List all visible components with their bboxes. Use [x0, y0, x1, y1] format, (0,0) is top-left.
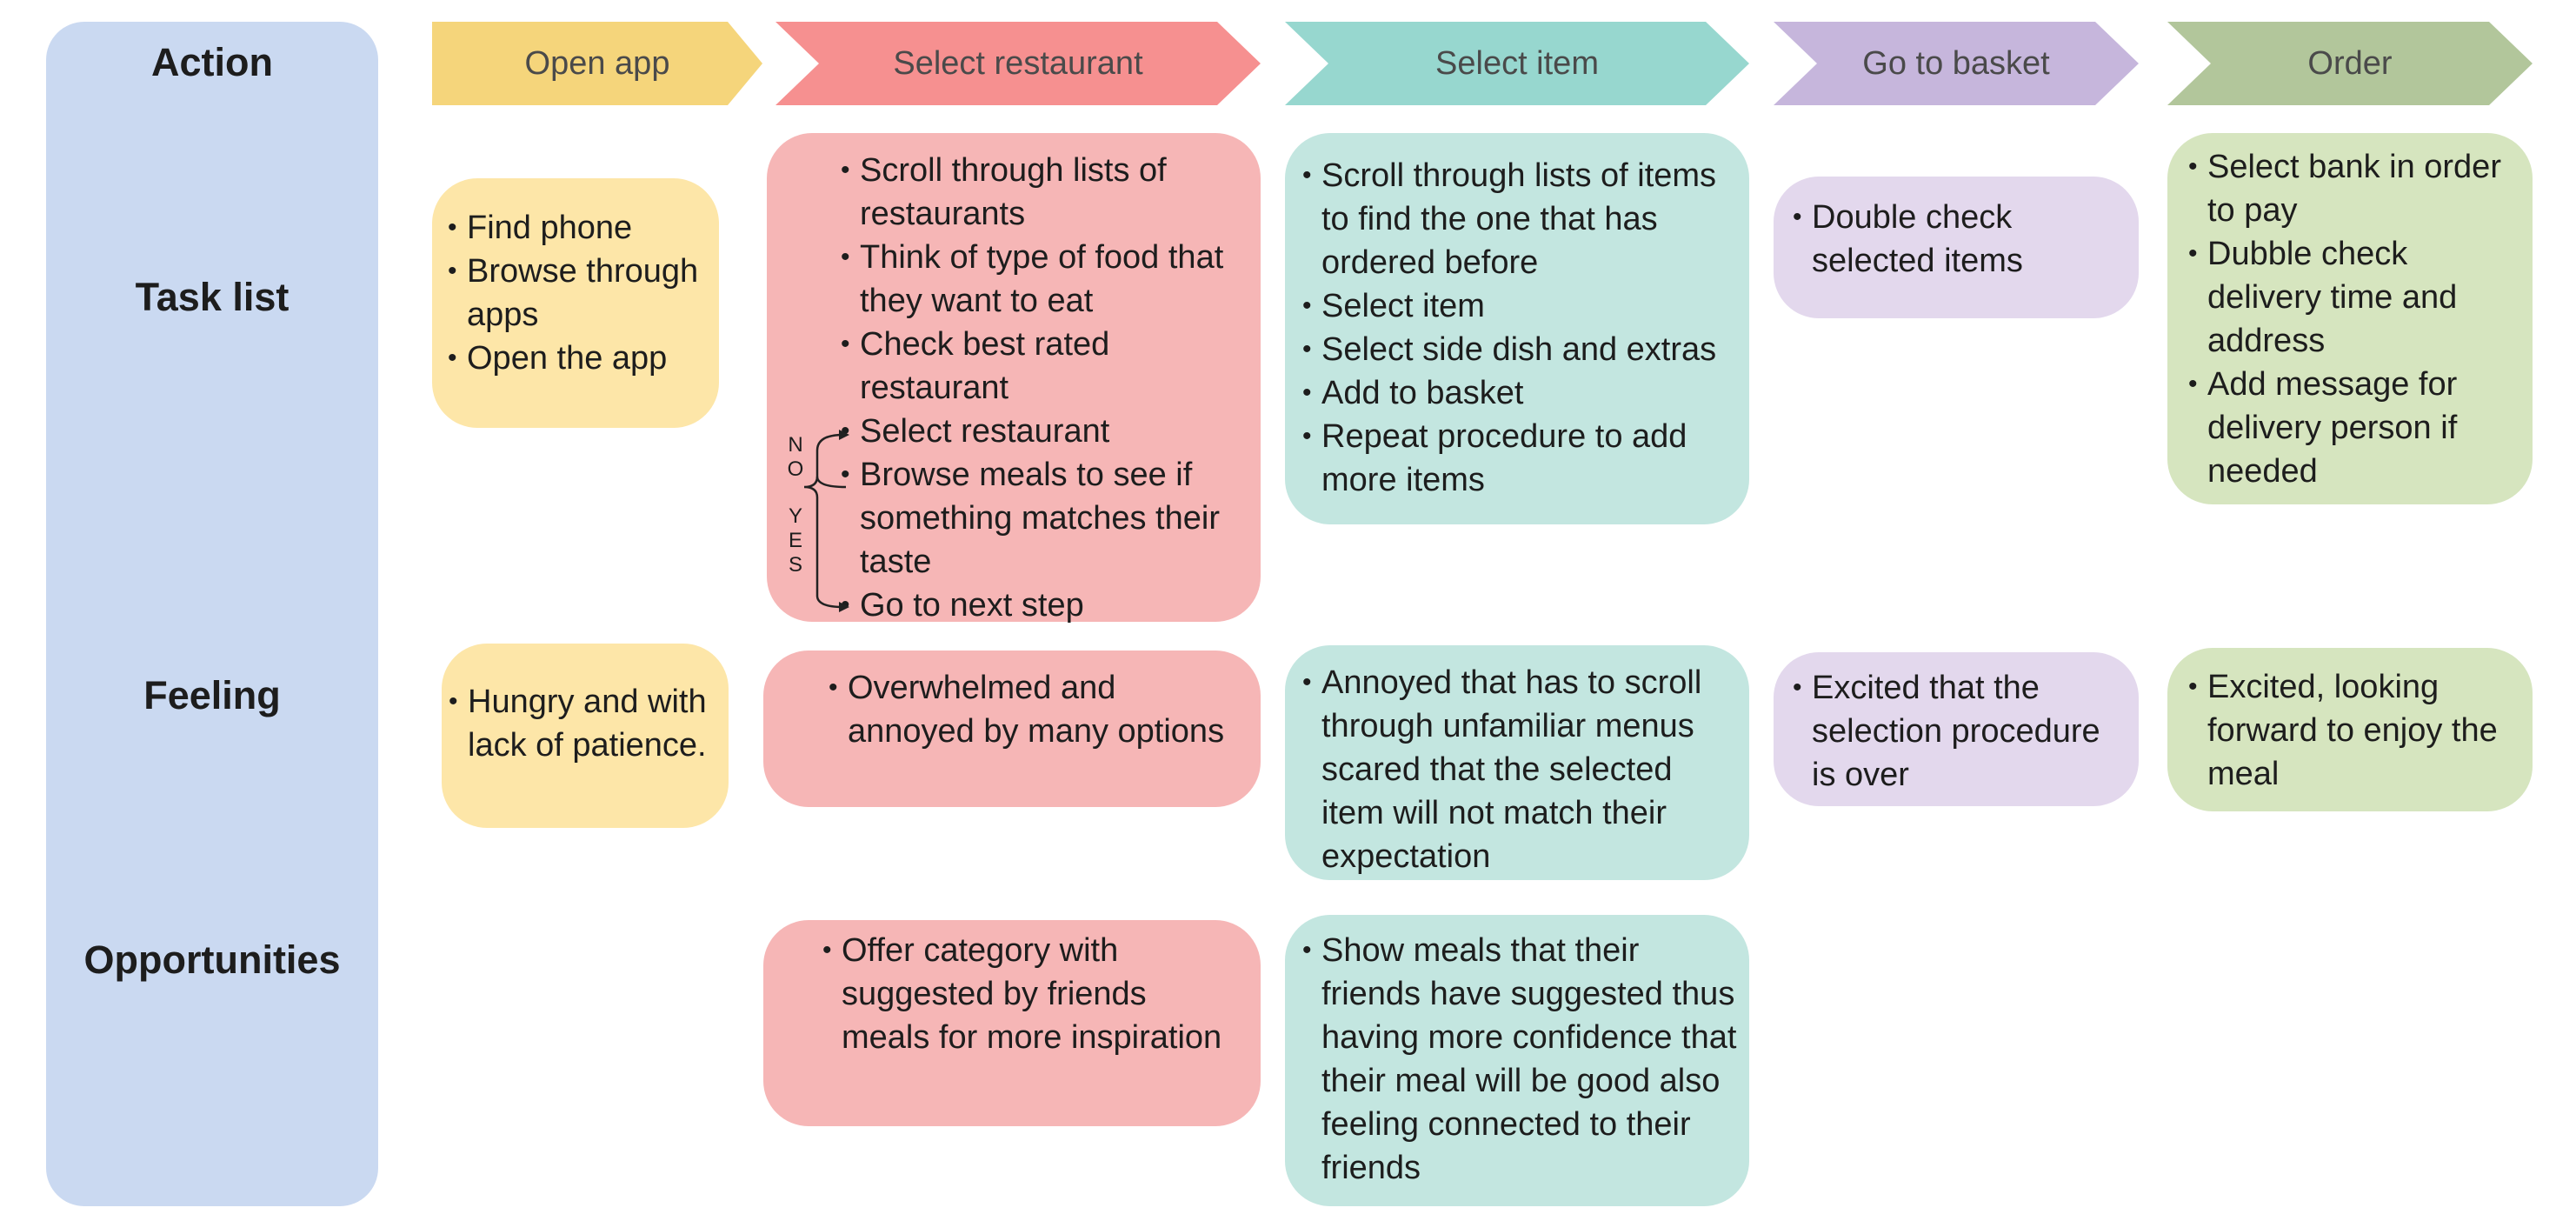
stage-label: Go to basket — [1862, 45, 2050, 82]
feeling-card-order: Excited, looking forward to enjoy the me… — [2167, 648, 2533, 811]
stage-open-app: Open app — [432, 22, 762, 105]
list-item: Scroll through lists of items to find th… — [1302, 154, 1741, 284]
list-item: Annoyed that has to scroll through unfam… — [1302, 661, 1741, 878]
opportunity-card-select-restaurant: Offer category with suggested by friends… — [763, 920, 1261, 1126]
task-card-go-to-basket: Double check selected items — [1774, 177, 2139, 318]
list-item: Browse meals to see if something matches… — [841, 453, 1243, 584]
stage-go-to-basket: Go to basket — [1774, 22, 2139, 105]
list-item: Hungry and with lack of patience. — [449, 680, 723, 767]
list-item: Select item — [1302, 284, 1741, 328]
stage-label: Open app — [524, 45, 670, 82]
row-label-opportunities: Opportunities — [83, 937, 341, 982]
stage-label: Select item — [1435, 45, 1599, 82]
list-item: Select side dish and extras — [1302, 328, 1741, 371]
stage-label: Select restaurant — [893, 45, 1143, 82]
row-label-task-list: Task list — [135, 275, 290, 319]
list-item: Think of type of food that they want to … — [841, 236, 1243, 323]
list-item: Open the app — [448, 337, 710, 380]
list-item: Dubble check delivery time and address — [2188, 232, 2519, 363]
task-card-order: Select bank in order to pay Dubble check… — [2167, 133, 2533, 504]
list-item: Add message for delivery person if neede… — [2188, 363, 2519, 493]
feeling-card-select-restaurant: Overwhelmed and annoyed by many options — [763, 651, 1261, 807]
task-card-open-app: Find phone Browse through apps Open the … — [432, 178, 719, 428]
list-item: Find phone — [448, 206, 710, 250]
list-item: Overwhelmed and annoyed by many options — [829, 666, 1235, 753]
list-item: Repeat procedure to add more items — [1302, 415, 1741, 502]
task-card-select-restaurant: Scroll through lists of restaurants Thin… — [767, 133, 1261, 627]
list-item: Show meals that their friends have sugge… — [1302, 929, 1741, 1190]
list-item: Check best rated restaurant — [841, 323, 1243, 410]
row-label-feeling: Feeling — [143, 673, 281, 717]
list-item: Select bank in order to pay — [2188, 145, 2519, 232]
list-item: Double check selected items — [1793, 196, 2121, 283]
task-card-select-item: Scroll through lists of items to find th… — [1285, 133, 1749, 524]
opportunity-card-select-item: Show meals that their friends have sugge… — [1285, 915, 1749, 1206]
row-label-action: Action — [151, 40, 273, 84]
stage-label: Order — [2307, 45, 2393, 82]
feeling-card-select-item: Annoyed that has to scroll through unfam… — [1285, 645, 1749, 880]
stage-select-restaurant: Select restaurant — [775, 22, 1261, 105]
list-item: Offer category with suggested by friends… — [822, 929, 1226, 1059]
list-item: Browse through apps — [448, 250, 710, 337]
list-item: Go to next step — [841, 584, 1243, 627]
list-item: Excited that the selection procedure is … — [1793, 666, 2128, 797]
stage-order: Order — [2167, 22, 2533, 105]
feeling-card-go-to-basket: Excited that the selection procedure is … — [1774, 652, 2139, 806]
list-item: Select restaurant — [841, 410, 1243, 453]
list-item: Excited, looking forward to enjoy the me… — [2188, 665, 2519, 796]
feeling-card-open-app: Hungry and with lack of patience. — [442, 644, 729, 828]
row-labels-panel — [46, 22, 378, 1206]
list-item: Add to basket — [1302, 371, 1741, 415]
list-item: Scroll through lists of restaurants — [841, 149, 1243, 236]
stage-select-item: Select item — [1285, 22, 1749, 105]
